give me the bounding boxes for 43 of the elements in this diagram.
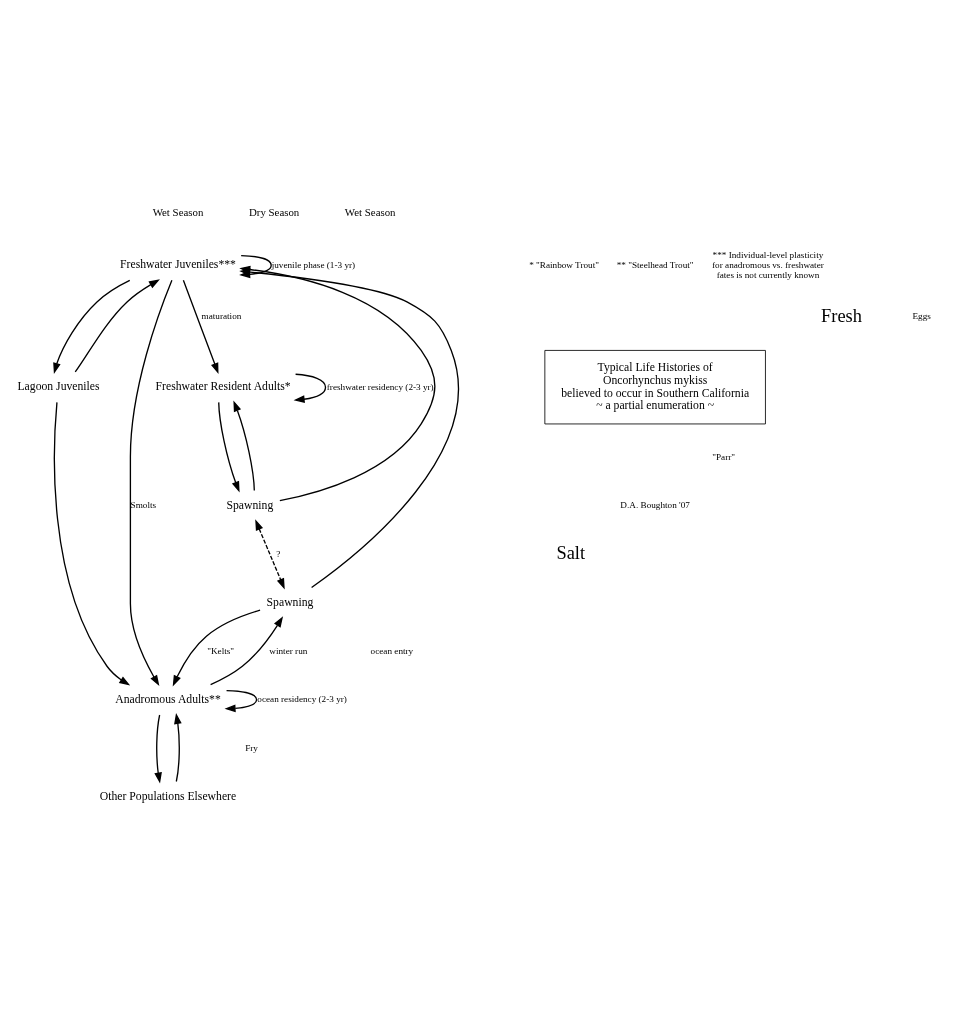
label: Wet Season — [152, 206, 204, 219]
edge-label: juvenile phase (1-3 yr) — [271, 259, 356, 270]
label: D.A. Boughton '07 — [620, 500, 690, 511]
label: Fresh — [821, 305, 862, 326]
arrow — [154, 714, 162, 784]
label: "Parr" — [712, 451, 736, 462]
arrow — [218, 401, 240, 493]
label: Salt — [556, 542, 586, 563]
arrow — [224, 689, 258, 713]
node-text: Lagoon Juveniles — [17, 380, 100, 394]
node-box: Typical Life Histories of Oncorhynchus mykiss believed to occur in Southern California ~ a partial enumeration ~ — [544, 350, 766, 425]
arrow — [174, 713, 182, 783]
arrow — [209, 616, 284, 686]
edge-label: "Kelts" — [207, 645, 235, 656]
arrow — [53, 401, 131, 686]
edge-label: winter run — [269, 645, 308, 656]
node-text: Anadromous Adults** — [115, 692, 221, 706]
label: Eggs — [912, 311, 931, 322]
label: *** Individual-level plasticity for anadromous vs. freshwater fates is not currently known — [712, 249, 824, 280]
edge-label: freshwater residency (2-3 yr) — [326, 381, 434, 392]
arrow — [255, 519, 285, 590]
arrow — [172, 609, 261, 687]
node-text: Freshwater Resident Adults* — [155, 380, 291, 394]
arrow — [129, 279, 173, 687]
arrow — [233, 400, 255, 492]
edge-label: Smolts — [130, 500, 157, 511]
label: Dry Season — [248, 206, 300, 219]
arrow — [182, 279, 219, 374]
arrow — [293, 373, 327, 404]
node-text: Spawning — [226, 498, 274, 512]
label: Fry — [245, 742, 258, 753]
edge-label: maturation — [201, 311, 242, 322]
label: ocean entry — [370, 645, 414, 656]
label: * "Rainbow Trout" — [529, 259, 599, 270]
label: ** "Steelhead Trout" — [616, 259, 694, 270]
node-text: Spawning — [266, 595, 314, 609]
edge-label: ? — [276, 548, 281, 559]
edge-label: ocean residency (2-3 yr) — [257, 694, 347, 705]
label: Wet Season — [344, 206, 396, 219]
arrow — [53, 279, 131, 374]
arrow — [74, 279, 160, 373]
node-text: Other Populations Elsewhere — [99, 789, 237, 803]
node-text: Freshwater Juveniles*** — [120, 258, 236, 272]
